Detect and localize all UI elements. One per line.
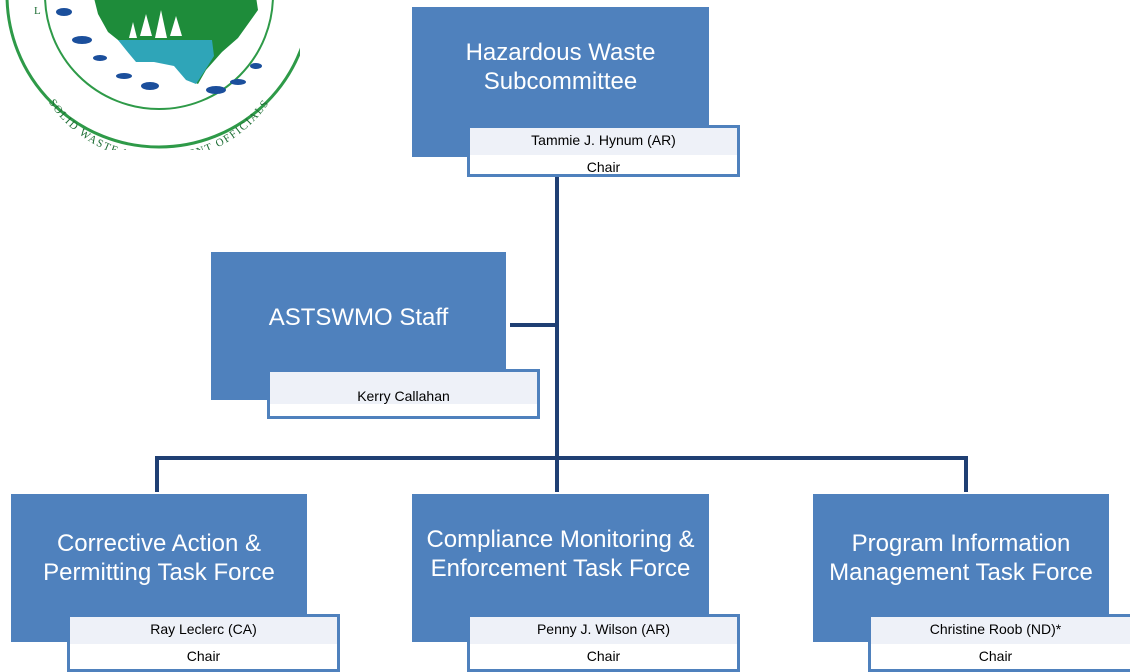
seal-text-top-left: L [34, 5, 41, 17]
subcommittee-title: Hazardous Waste Subcommittee [465, 39, 656, 95]
task-force-title: Corrective Action & Permitting Task Forc… [43, 530, 275, 586]
task-force-chair-card: Penny J. Wilson (AR) Chair [467, 614, 740, 672]
subcommittee-chair-card: Tammie J. Hynum (AR) Chair [467, 125, 740, 177]
astswmo-seal-logo: SOLID WASTE MANAGEMENT OFFICIALS L [5, 0, 300, 150]
task-force-chair-role: Chair [186, 648, 221, 664]
task-force-chair-name: Penny J. Wilson (AR) [536, 621, 671, 637]
task-force-chair-card: Christine Roob (ND)* Chair [868, 614, 1130, 672]
task-force-chair-role: Chair [586, 648, 621, 664]
task-force-chair-role: Chair [978, 648, 1013, 664]
staff-band [270, 372, 537, 404]
task-force-chair-band [871, 617, 1130, 644]
task-force-chair-band [70, 617, 337, 644]
subcommittee-chair-role: Chair [586, 159, 621, 175]
connector-lines [155, 172, 968, 492]
staff-title: ASTSWMO Staff [268, 303, 449, 331]
staff-card: Kerry Callahan [267, 369, 540, 419]
task-force-chair-card: Ray Leclerc (CA) Chair [67, 614, 340, 672]
subcommittee-chair-name: Tammie J. Hynum (AR) [531, 132, 676, 148]
subcommittee-chair-band [470, 128, 737, 155]
task-force-chair-name: Christine Roob (ND)* [929, 621, 1062, 637]
task-force-title: Compliance Monitoring & Enforcement Task… [426, 526, 695, 582]
task-force-chair-name: Ray Leclerc (CA) [150, 621, 257, 637]
task-force-title: Program Information Management Task Forc… [829, 530, 1093, 586]
staff-name: Kerry Callahan [357, 388, 450, 404]
task-force-chair-band [470, 617, 737, 644]
